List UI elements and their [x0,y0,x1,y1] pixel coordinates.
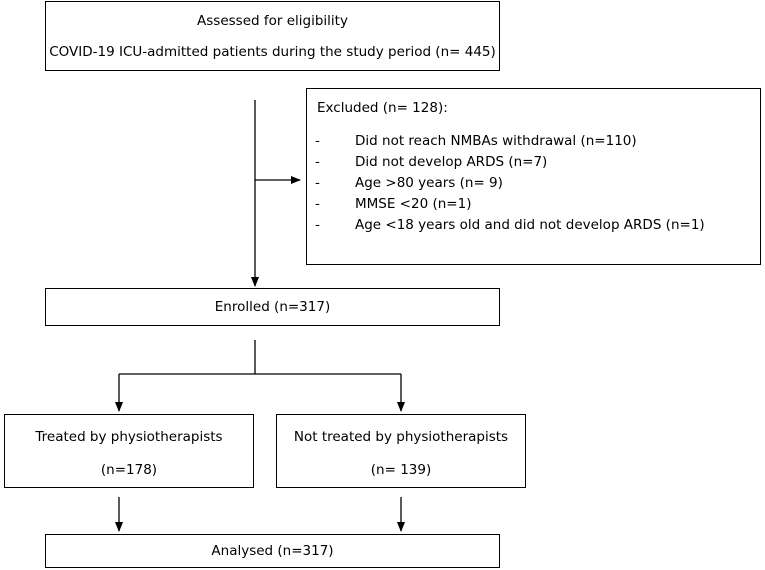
assessed-title: Assessed for eligibility [197,13,348,29]
list-item-text: Age >80 years (n= 9) [355,175,503,191]
not-treated-count: (n= 139) [370,462,432,478]
enrolled-label: Enrolled (n=317) [214,299,331,315]
assessed-box: Assessed for eligibility COVID-19 ICU-ad… [45,1,500,71]
treated-count: (n=178) [100,462,158,478]
analysed-label: Analysed (n=317) [211,543,334,559]
analysed-box: Analysed (n=317) [45,534,500,568]
enrolled-box: Enrolled (n=317) [45,288,500,326]
excluded-title: Excluded (n= 128): [317,100,448,116]
list-bullet: - [315,133,320,149]
list-item-text: Age <18 years old and did not develop AR… [355,217,705,233]
not-treated-label: Not treated by physiotherapists [293,429,509,445]
not-treated-box: Not treated by physiotherapists (n= 139) [276,414,526,488]
list-bullet: - [315,196,320,212]
list-item-text: Did not develop ARDS (n=7) [355,154,548,170]
assessed-detail: COVID-19 ICU-admitted patients during th… [49,44,496,60]
list-item-text: MMSE <20 (n=1) [355,196,472,212]
treated-label: Treated by physiotherapists [35,429,223,445]
treated-box: Treated by physiotherapists (n=178) [4,414,254,488]
list-bullet: - [315,217,320,233]
list-bullet: - [315,154,320,170]
excluded-box: Excluded (n= 128): - Did not reach NMBAs… [306,88,761,265]
list-item-text: Did not reach NMBAs withdrawal (n=110) [355,133,637,149]
list-bullet: - [315,175,320,191]
